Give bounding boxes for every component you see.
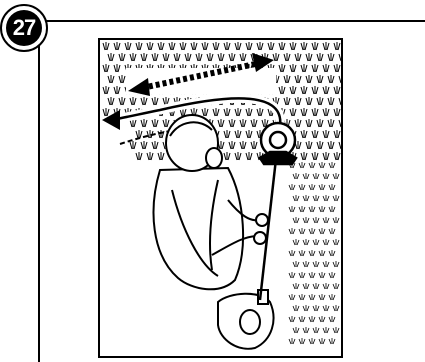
illustration-frame bbox=[98, 38, 343, 358]
double-arrow-icon bbox=[126, 53, 276, 96]
header-rule bbox=[38, 20, 425, 22]
operator-icon bbox=[154, 115, 274, 349]
figure-number-badge: 27 bbox=[0, 4, 48, 52]
cut-grass-icon bbox=[289, 162, 339, 344]
figure-number: 27 bbox=[6, 10, 42, 46]
margin-rule bbox=[38, 20, 40, 362]
